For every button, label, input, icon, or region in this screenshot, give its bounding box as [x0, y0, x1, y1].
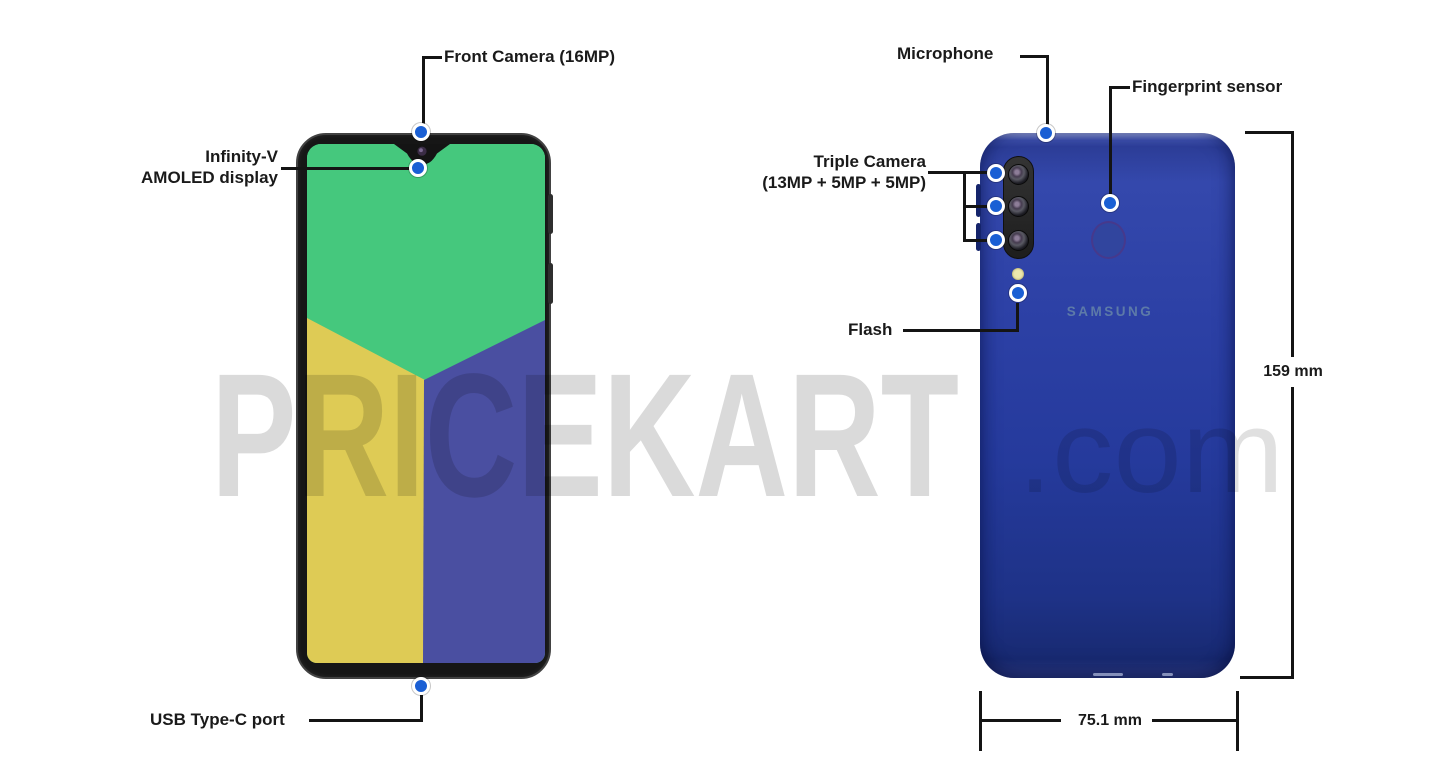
triple-camera-module [1003, 156, 1034, 259]
callout-dot-microphone [1037, 124, 1055, 142]
leader-line [420, 695, 423, 722]
dimension-line [1245, 131, 1294, 134]
back-volume-button [976, 184, 981, 217]
dimension-line [1291, 131, 1294, 357]
microphone-label: Microphone [897, 44, 994, 63]
dimension-line [1240, 676, 1294, 679]
fingerprint-label: Fingerprint sensor [1132, 77, 1283, 96]
width-dimension-label: 75.1 mm [1077, 712, 1143, 729]
front-camera-label: Front Camera (16MP) [444, 47, 615, 66]
display-label: Infinity-V AMOLED display [110, 146, 278, 188]
triple-camera-label: Triple Camera (13MP + 5MP + 5MP) [700, 151, 926, 193]
flash-led [1012, 268, 1024, 280]
callout-dot-display [409, 159, 427, 177]
display-label-line2: AMOLED display [141, 168, 278, 187]
callout-dot-fingerprint [1101, 194, 1119, 212]
leader-line [963, 205, 988, 208]
phone-front-screen [307, 144, 545, 663]
bottom-port-highlight [1162, 673, 1173, 676]
screen-zone-indigo [423, 320, 545, 663]
leader-line [309, 719, 423, 722]
callout-dot-camera-top [987, 164, 1005, 182]
leader-line [903, 329, 1019, 332]
leader-line [1109, 86, 1112, 195]
bottom-port-highlight [1093, 673, 1123, 676]
dimension-line [1291, 387, 1294, 679]
callout-dot-usb-port [412, 677, 430, 695]
leader-line [963, 239, 988, 242]
callout-dot-front-camera [412, 123, 430, 141]
triple-camera-label-line2: (13MP + 5MP + 5MP) [762, 173, 926, 192]
triple-camera-label-line1: Triple Camera [813, 152, 926, 171]
leader-line [1016, 303, 1019, 332]
leader-line [1109, 86, 1130, 89]
dimension-line [979, 691, 982, 751]
display-notch [394, 144, 450, 165]
dimension-line [981, 719, 1061, 722]
camera-lens-top [1008, 164, 1029, 185]
phone-front-view [296, 133, 553, 679]
height-dimension-label: 159 mm [1263, 363, 1323, 380]
volume-button [548, 194, 553, 234]
display-label-line1: Infinity-V [205, 147, 278, 166]
callout-dot-camera-middle [987, 197, 1005, 215]
leader-line [1020, 55, 1049, 58]
power-button [548, 263, 553, 304]
screen-zone-yellow [307, 318, 425, 663]
leader-line [1046, 55, 1049, 125]
leader-line [928, 171, 988, 174]
camera-lens-bottom [1008, 230, 1029, 251]
callout-dot-camera-bottom [987, 231, 1005, 249]
usb-port-label: USB Type-C port [150, 710, 285, 729]
flash-label: Flash [848, 320, 893, 339]
samsung-logo: SAMSUNG [1066, 304, 1154, 319]
callout-dot-flash [1009, 284, 1027, 302]
dimension-line [1152, 719, 1238, 722]
camera-lens-middle [1008, 196, 1029, 217]
back-power-button [976, 223, 981, 251]
leader-line [422, 56, 442, 59]
leader-line [281, 167, 409, 170]
fingerprint-sensor [1091, 221, 1126, 259]
leader-line [422, 56, 425, 126]
